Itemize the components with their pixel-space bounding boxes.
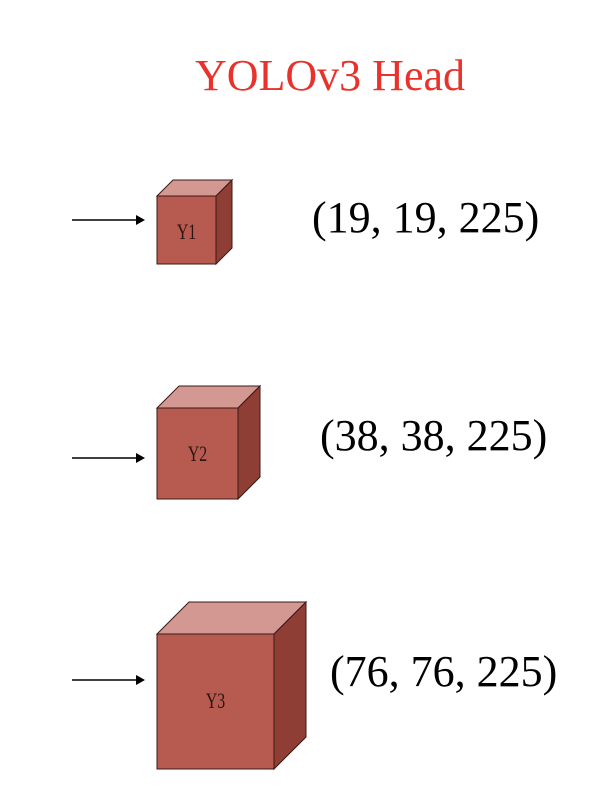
input-arrow-y3 [72, 675, 145, 685]
output-shape-y2: (38, 38, 225) [320, 411, 548, 460]
cube-label-y3: Y3 [205, 688, 226, 713]
input-arrow-y1 [72, 215, 145, 225]
input-arrow-y2 [72, 453, 145, 463]
output-cube-y1 [155, 178, 234, 266]
output-shape-y3: (76, 76, 225) [330, 647, 558, 696]
cube-label-y2: Y2 [187, 441, 208, 466]
output-cube-y2 [155, 384, 262, 501]
cube-label-y1: Y1 [176, 219, 197, 244]
diagram-title: YOLOv3 Head [194, 51, 466, 100]
output-cube-y3 [155, 600, 308, 771]
output-shape-y1: (19, 19, 225) [312, 193, 540, 242]
